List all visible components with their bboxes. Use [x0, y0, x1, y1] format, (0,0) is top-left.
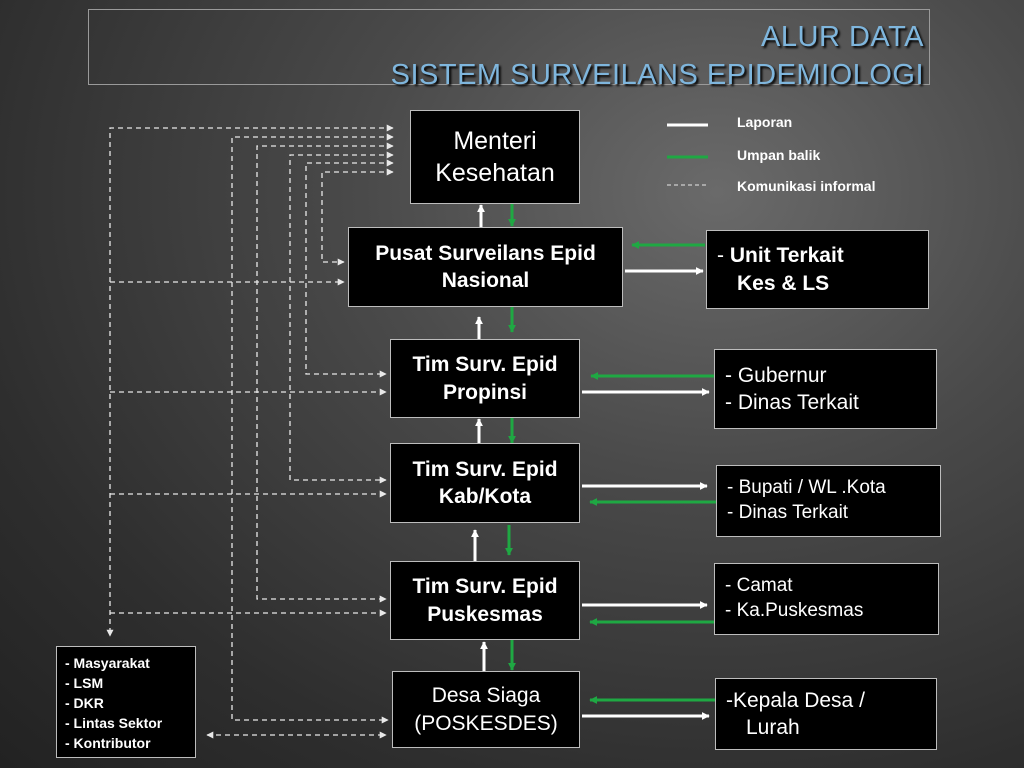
node-label: Pusat Surveilans Epid — [375, 241, 596, 265]
node-label: Tim Surv. Epid — [412, 575, 558, 599]
node-label: - Dinas Terkait — [725, 391, 859, 414]
node-masyarakat: - Masyarakat - LSM - DKR - Lintas Sektor… — [56, 646, 196, 758]
node-kepala-desa: -Kepala Desa / Lurah — [715, 678, 937, 750]
node-tim-puskesmas: Tim Surv. Epid Puskesmas — [390, 561, 580, 640]
node-camat: - Camat - Ka.Puskesmas — [714, 563, 939, 635]
informal-line-masyarakat — [106, 124, 394, 637]
title-frame — [88, 9, 930, 85]
node-label: Puskesmas — [427, 602, 543, 626]
node-tim-kabkota: Tim Surv. Epid Kab/Kota — [390, 443, 580, 523]
node-label: Desa Siaga — [431, 684, 541, 708]
node-label: Kab/Kota — [438, 485, 532, 508]
legend-label-komunikasi: Komunikasi informal — [737, 178, 876, 194]
informal-line-desa — [231, 133, 394, 724]
node-label: - Gubernur — [725, 363, 827, 387]
node-unit-terkait: - Unit Terkait Kes & LS — [706, 230, 929, 309]
informal-line-pusat — [321, 168, 394, 266]
node-label: Kesehatan — [435, 159, 555, 187]
node-label: Propinsi — [442, 380, 527, 404]
node-menteri-kesehatan: Menteri Kesehatan — [410, 110, 580, 204]
node-label: Tim Surv. Epid — [412, 457, 558, 481]
node-label: - Bupati / WL .Kota — [727, 477, 886, 499]
legend-label-laporan: Laporan — [737, 114, 793, 130]
node-label: Nasional — [441, 269, 530, 292]
node-prefix: - — [717, 244, 730, 268]
node-gubernur: - Gubernur - Dinas Terkait — [714, 349, 937, 429]
node-tim-propinsi: Tim Surv. Epid Propinsi — [390, 339, 580, 418]
node-label: - Lintas Sektor — [65, 714, 163, 731]
node-label: Unit Terkait — [729, 244, 844, 268]
node-label: Menteri — [453, 126, 537, 155]
node-desa-siaga: Desa Siaga (POSKESDES) — [392, 671, 580, 748]
node-label: Lurah — [746, 716, 800, 739]
node-label: - Masyarakat — [65, 655, 150, 671]
node-bupati: - Bupati / WL .Kota - Dinas Terkait — [716, 465, 941, 537]
node-label: - Camat — [725, 575, 793, 597]
page-title: Alur Data — [761, 21, 924, 53]
node-label: Tim Surv. Epid — [412, 353, 558, 377]
informal-line-kabkota — [289, 151, 394, 484]
node-label: - DKR — [65, 694, 104, 711]
node-label: -Kepala Desa / — [726, 688, 865, 712]
node-label: Kes & LS — [737, 271, 830, 295]
node-label: - Dinas Terkait — [727, 502, 849, 523]
node-pusat-surveilans: Pusat Surveilans Epid Nasional — [348, 227, 623, 307]
informal-line-puskesmas — [256, 142, 394, 603]
page-subtitle: Sistem Surveilans Epidemiologi — [390, 59, 924, 91]
node-label: - LSM — [65, 674, 104, 691]
node-label: - Ka.Puskesmas — [725, 600, 864, 621]
node-label: - Kontributor — [65, 734, 151, 751]
node-label: (POSKESDES) — [414, 711, 558, 735]
informal-line-propinsi — [305, 159, 394, 378]
legend-label-umpan-balik: Umpan balik — [737, 147, 821, 163]
